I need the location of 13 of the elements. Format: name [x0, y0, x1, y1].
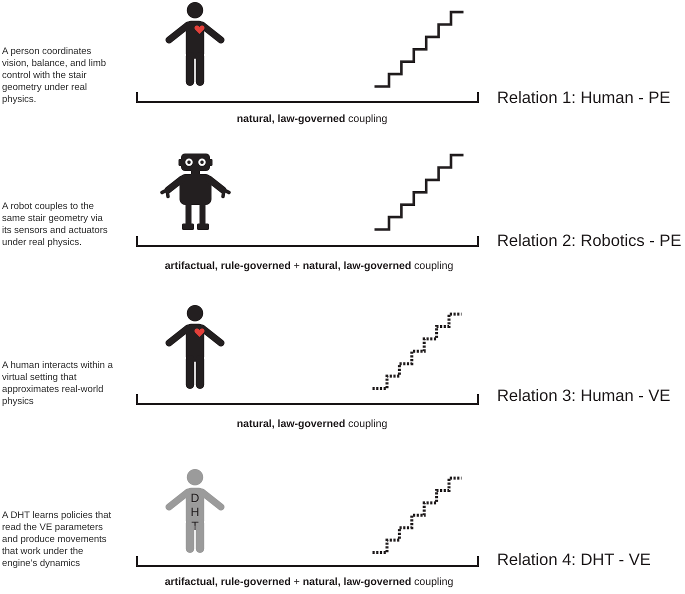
coupling-label: artifactual, rule-governed + natural, law-governed coupling	[164, 576, 454, 588]
relation-title: Relation 4: DHT - VE	[497, 550, 651, 570]
relation-title: Relation 3: Human - VE	[497, 386, 670, 406]
figure-label: DHT	[189, 491, 201, 533]
relation-title: Relation 1: Human - PE	[497, 88, 670, 108]
description-text: A robot couples to the same stair geometry via its sensors and actuators under real physics.	[2, 201, 109, 249]
coupling-label: natural, law-governed coupling	[236, 418, 388, 430]
description-text: A person coordinates vision, balance, and limb control with the stair geometry under real physics.	[2, 46, 108, 106]
description-text: A DHT learns policies that read the VE parameters and produce movements that work under the engine’s dynamics	[2, 510, 112, 570]
coupling-label: artifactual, rule-governed + natural, law-governed coupling	[164, 260, 454, 272]
relation-title: Relation 2: Robotics - PE	[497, 231, 682, 251]
description-text: A human interacts within a virtual setting that approximates real-world physics	[2, 360, 114, 408]
coupling-label: natural, law-governed coupling	[236, 112, 388, 126]
